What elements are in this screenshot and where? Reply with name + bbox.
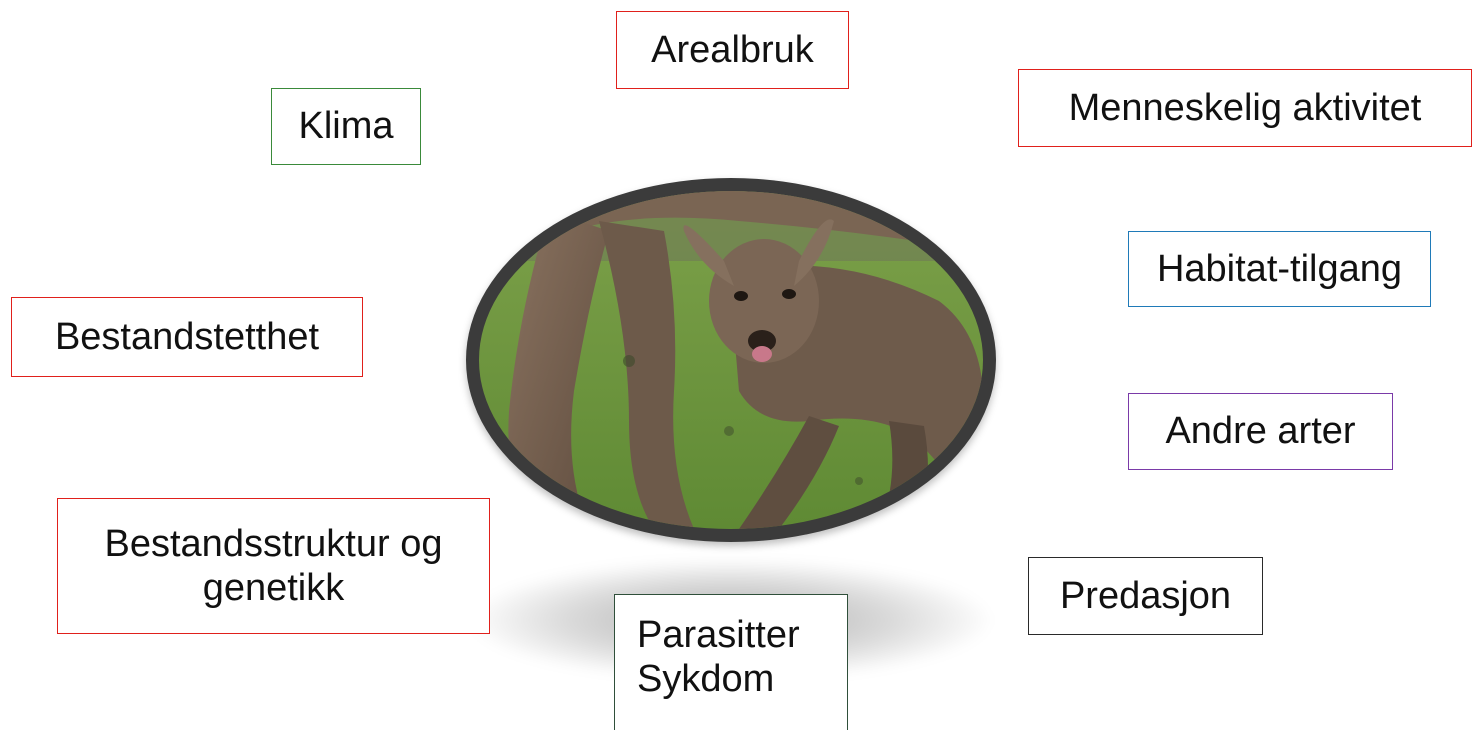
factor-menneskelig-aktivitet-label: Menneskelig aktivitet (1069, 86, 1422, 130)
factor-habitat-tilgang-label: Habitat-tilgang (1157, 247, 1402, 291)
deer-fawn-photo-icon (479, 191, 983, 529)
factor-predasjon: Predasjon (1028, 557, 1263, 635)
factor-arealbruk-label: Arealbruk (651, 28, 814, 72)
factor-parasitter-line-1: Parasitter (637, 613, 800, 657)
factor-andre-arter-label: Andre arter (1165, 409, 1355, 453)
factor-arealbruk: Arealbruk (616, 11, 849, 89)
factor-habitat-tilgang: Habitat-tilgang (1128, 231, 1431, 307)
factor-bestandstetthet-label: Bestandstetthet (55, 315, 319, 359)
factor-bestandsstruktur-line-1: Bestandsstruktur og (105, 522, 443, 566)
factor-bestandsstruktur-og-genetikk: Bestandsstruktur og genetikk (57, 498, 490, 634)
factor-parasitter-line-2: Sykdom (637, 657, 774, 701)
factor-bestandsstruktur-line-2: genetikk (203, 566, 345, 610)
factor-parasitter-sykdom: Parasitter Sykdom (614, 594, 848, 730)
factor-predasjon-label: Predasjon (1060, 574, 1231, 618)
factor-menneskelig-aktivitet: Menneskelig aktivitet (1018, 69, 1472, 147)
factor-klima-label: Klima (298, 104, 393, 148)
factor-andre-arter: Andre arter (1128, 393, 1393, 470)
factor-klima: Klima (271, 88, 421, 165)
factor-bestandstetthet: Bestandstetthet (11, 297, 363, 377)
